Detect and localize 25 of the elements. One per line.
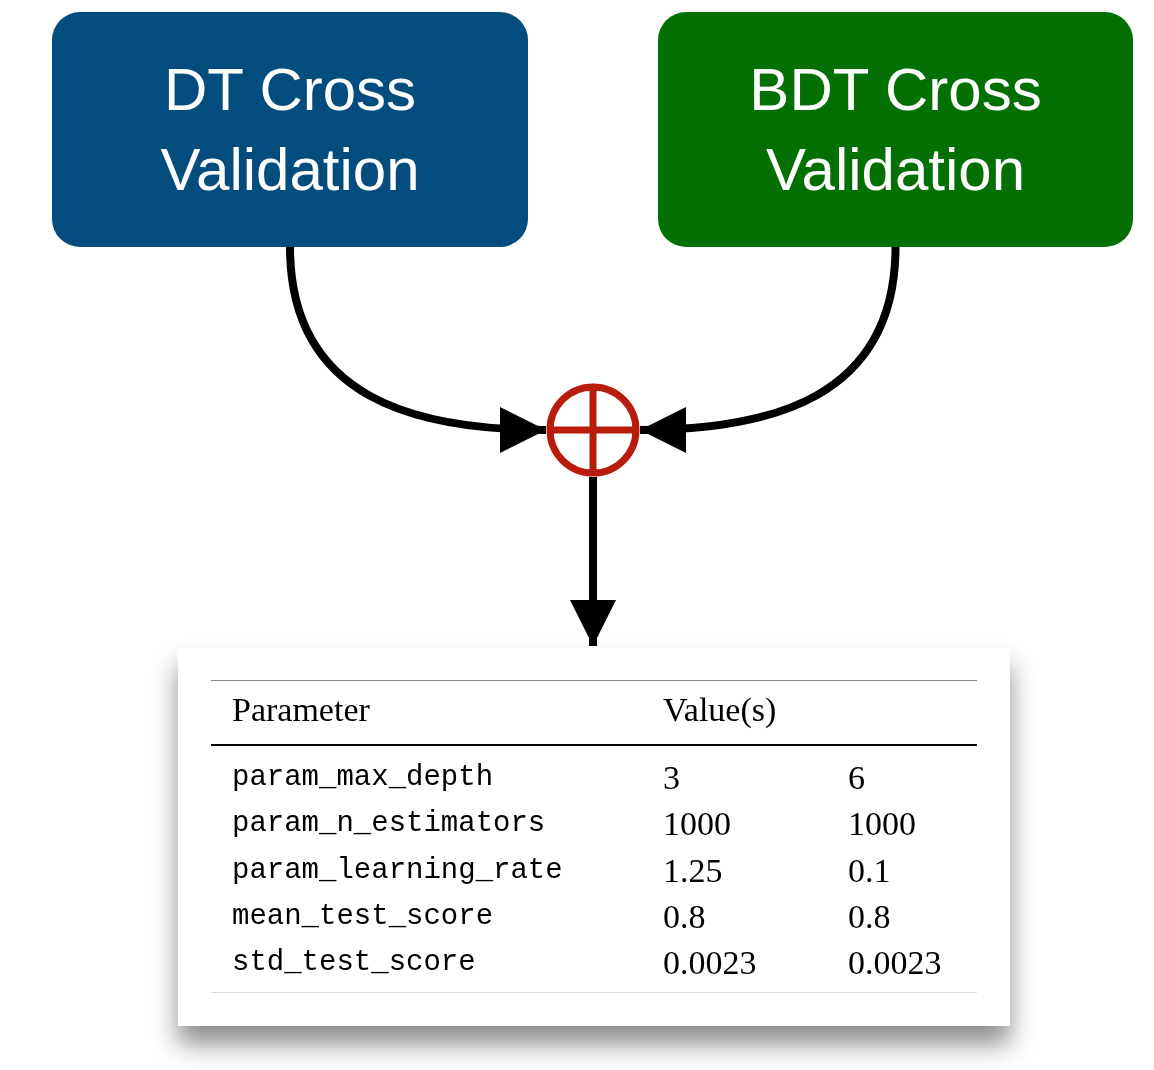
parameter-name: param_max_depth <box>232 760 494 796</box>
process-box <box>52 12 528 247</box>
arrow <box>639 246 900 452</box>
plus-circle <box>546 383 640 477</box>
parameter-value: 1000 <box>848 806 916 843</box>
arrow <box>286 246 547 452</box>
table-card <box>178 648 1010 1026</box>
parameter-value: 1000 <box>663 806 731 843</box>
parameter-name: std_test_score <box>232 945 476 982</box>
box-title: BDT Cross Validation <box>748 54 1043 205</box>
process-box <box>658 12 1133 247</box>
parameter-value: 0.0023 <box>848 945 942 982</box>
parameter-value: 0.0023 <box>663 945 757 982</box>
column-header: Value(s) <box>663 692 777 728</box>
parameter-value: 0.8 <box>848 898 891 935</box>
parameter-value: 0.1 <box>848 852 891 889</box>
parameter-name: mean_test_score <box>232 898 494 935</box>
box-title: DT Cross Validation <box>159 54 421 205</box>
column-header: Parameter <box>232 692 370 728</box>
parameter-value: 6 <box>848 760 865 796</box>
parameter-name: param_n_estimators <box>232 806 546 843</box>
parameter-value: 1.25 <box>663 852 723 889</box>
parameter-value: 0.8 <box>663 898 706 935</box>
parameter-name: param_learning_rate <box>232 852 563 889</box>
parameter-value: 3 <box>663 760 680 796</box>
